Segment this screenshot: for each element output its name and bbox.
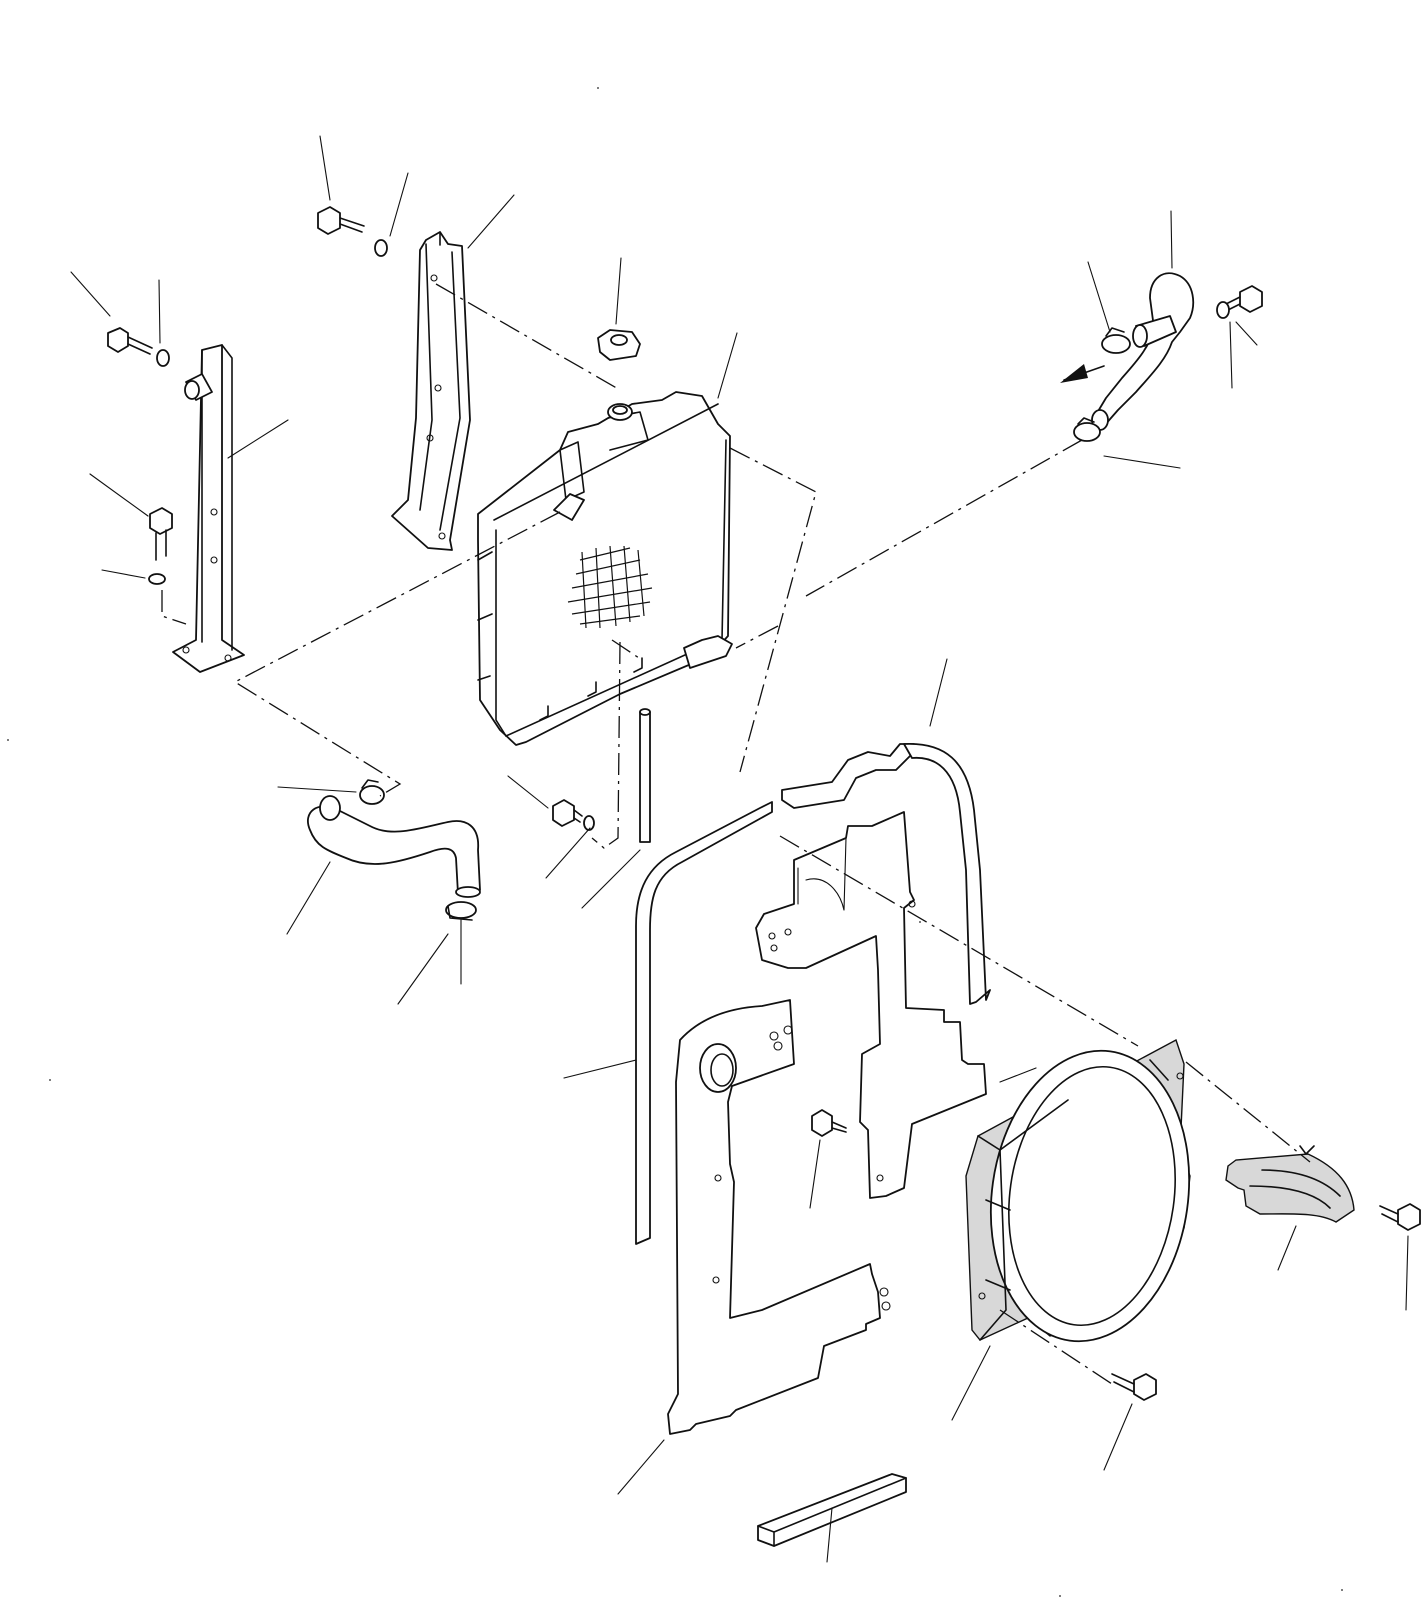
- lower-hose-clamp-bottom: [445, 901, 477, 921]
- shroud-bolt-bottom: [1111, 1373, 1157, 1401]
- upper-hose-clamp-top: [1101, 327, 1131, 354]
- scan-specks: [7, 87, 1343, 1597]
- top-seal-strip: [781, 743, 915, 809]
- direction-arrow-icon: [1060, 364, 1105, 383]
- left-support-bracket: [172, 344, 245, 673]
- left-bracket-spacer: [184, 373, 213, 401]
- left-seal-strip: [635, 801, 773, 1245]
- drain-plug-washer: [583, 815, 595, 831]
- fan-guard-segment: [1225, 1145, 1355, 1223]
- upper-hose-clamp-bottom: [1073, 417, 1101, 442]
- lower-hose: [307, 795, 481, 898]
- radiator-cap: [597, 329, 641, 361]
- upper-arm-washer: [374, 239, 388, 257]
- vertical-bolt-washer: [148, 573, 166, 585]
- upper-hose-washer: [1216, 301, 1230, 319]
- lower-hose-clamp-top: [359, 779, 385, 805]
- upper-baffle-plate: [755, 811, 987, 1199]
- left-bracket-washer: [156, 349, 170, 367]
- drain-tube: [639, 708, 651, 843]
- fan-shroud: [965, 1038, 1191, 1343]
- baffle-bolt: [811, 1109, 847, 1137]
- shroud-bolt-right: [1379, 1203, 1421, 1231]
- vertical-bolt: [149, 507, 173, 561]
- lower-baffle-plate: [667, 999, 891, 1435]
- right-seal-strip: [903, 743, 991, 1005]
- upper-hose: [1091, 272, 1195, 431]
- drain-plug: [552, 799, 583, 827]
- upper-hose-bolt: [1225, 285, 1263, 313]
- left-bracket-bolt: [107, 327, 153, 355]
- upper-support-arm: [391, 231, 471, 551]
- radiator: [477, 391, 733, 746]
- assembly-center-lines: [161, 283, 1311, 1385]
- radiator-core-mesh: [567, 545, 653, 629]
- leader-lines: [70, 135, 1409, 1563]
- upper-arm-bolt: [317, 206, 365, 235]
